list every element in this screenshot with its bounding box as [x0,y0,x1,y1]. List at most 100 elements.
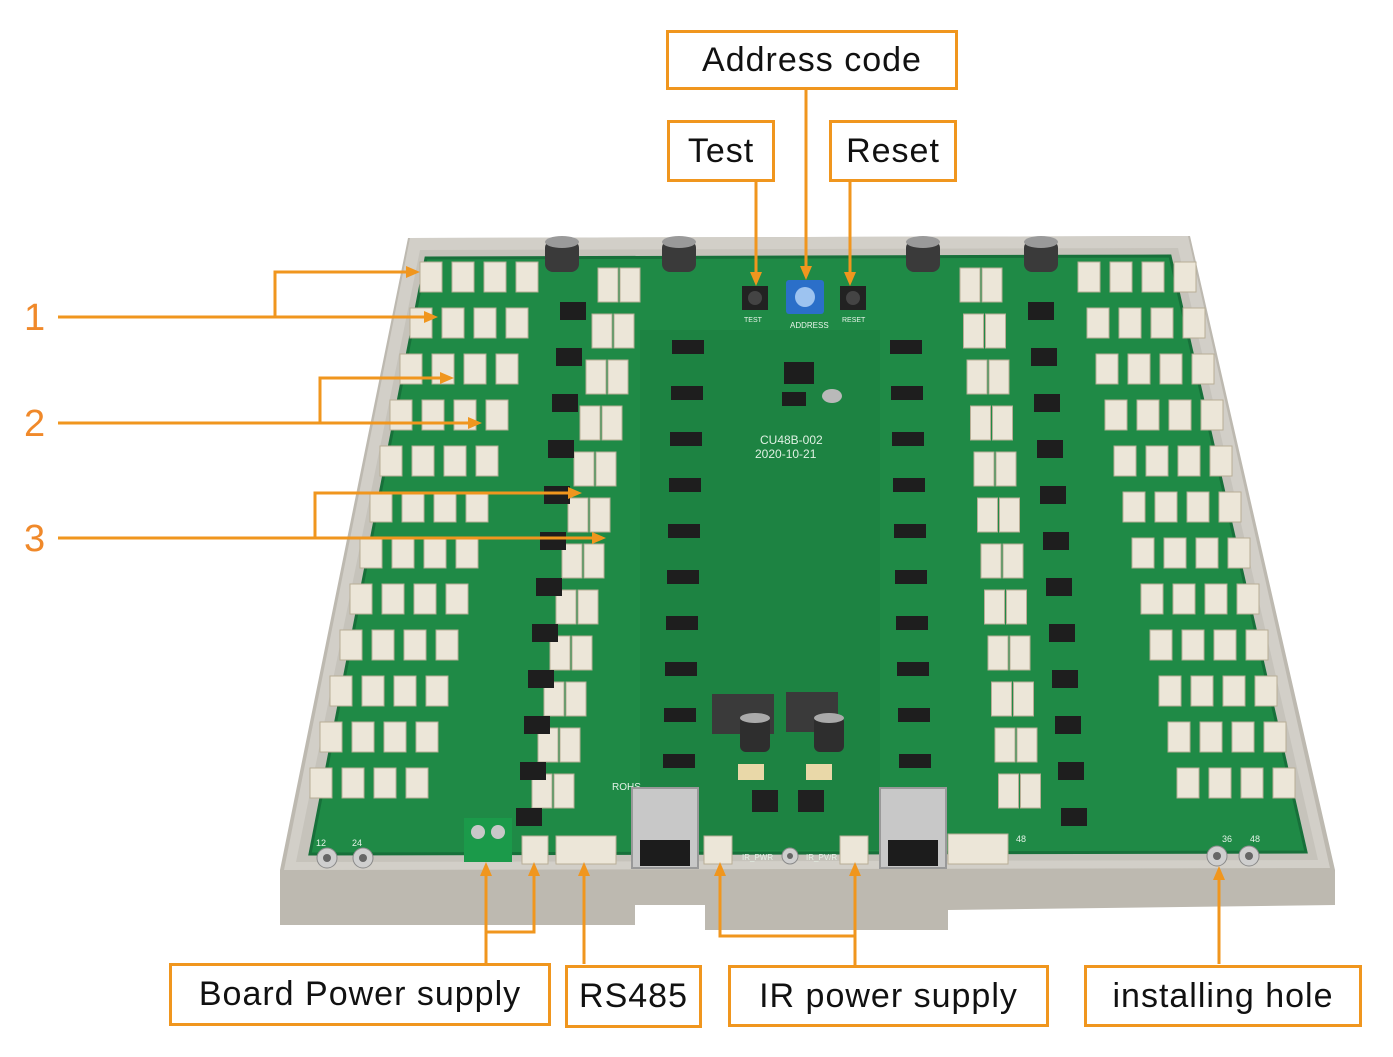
connector [613,313,635,349]
reset-button [840,286,866,310]
connector [984,589,1005,625]
ic-chip [893,478,925,492]
connector [1127,353,1151,385]
connector [401,491,425,523]
connector [441,307,465,339]
connector [451,261,475,293]
connector [1095,353,1119,385]
connector [445,583,469,615]
connector [619,267,641,303]
ic-chip [895,570,927,584]
board-model-print: CU48B-002 [760,433,823,447]
ic-chip [896,616,928,630]
reset-callout: Reset [829,120,957,182]
connector [1272,767,1296,799]
connector [1186,491,1210,523]
connector [413,583,437,615]
connector [339,629,363,661]
connector [1149,629,1173,661]
connector [1240,767,1264,799]
connector [475,445,499,477]
connector [981,267,1003,303]
connector [1213,629,1237,661]
connector [995,451,1017,487]
label-2: 2 [24,403,46,445]
ic-chip [782,392,806,406]
connector [389,399,413,431]
test-button [742,286,768,310]
connector [980,543,1002,579]
ir-pv-print: IR_PV/R [806,853,837,862]
connector [577,589,599,625]
connector [1122,491,1146,523]
connector [373,767,397,799]
print-48-mid: 48 [1016,834,1026,844]
ic-chip [665,662,697,676]
ic-chip [1058,762,1084,780]
connector [433,491,457,523]
ic-chip [894,524,926,538]
ic-chip [544,486,570,504]
connector [483,261,507,293]
connector [597,267,619,303]
connector [1200,399,1224,431]
connector [607,359,629,395]
ir-pwr-print: IR_PWR [742,853,773,862]
connector [559,727,581,763]
connector [1222,675,1246,707]
connector [515,261,539,293]
leader-lines [58,88,1225,966]
mcu-chip [784,362,814,384]
ic-chip [1061,808,1087,826]
ic-chip [1034,394,1060,412]
ic-chip [668,524,700,538]
ic-chip [891,386,923,400]
connector [591,313,613,349]
connector [583,543,605,579]
ic-chip [1043,532,1069,550]
connector [1254,675,1278,707]
connector [1163,537,1187,569]
connector [1158,675,1182,707]
ir-power-connector-left [703,835,733,865]
address-print: ADDRESS [790,321,829,330]
connector [435,629,459,661]
connector [1209,445,1233,477]
installing-hole-callout: installing hole [1084,965,1362,1027]
connector [485,399,509,431]
test-callout: Test [667,120,775,182]
label-3: 3 [24,518,46,560]
ic-chip [667,570,699,584]
connector [1086,307,1110,339]
ic-chip [897,662,929,676]
connector [1016,727,1038,763]
connector [1168,399,1192,431]
connector [565,681,587,717]
connector [1109,261,1133,293]
board-power-terminal [464,818,512,862]
connector [1245,629,1269,661]
ic-chip [669,478,701,492]
connector [505,307,529,339]
ic-chip [1055,716,1081,734]
connector [393,675,417,707]
connector [309,767,333,799]
ic-chip [1031,348,1057,366]
reset-print: RESET [842,317,866,324]
rs485-callout: RS485 [565,965,702,1028]
connector [589,497,611,533]
capacitor [545,236,579,272]
ic-chip [1049,624,1075,642]
connector [1199,721,1223,753]
capacitor [906,236,940,272]
connector [553,773,575,809]
connector [473,307,497,339]
ic-chip [672,340,704,354]
connector [329,675,353,707]
connector [1236,583,1260,615]
connector [991,681,1012,717]
ic-chip [536,578,562,596]
installing-hole [352,847,374,869]
connector [359,537,383,569]
